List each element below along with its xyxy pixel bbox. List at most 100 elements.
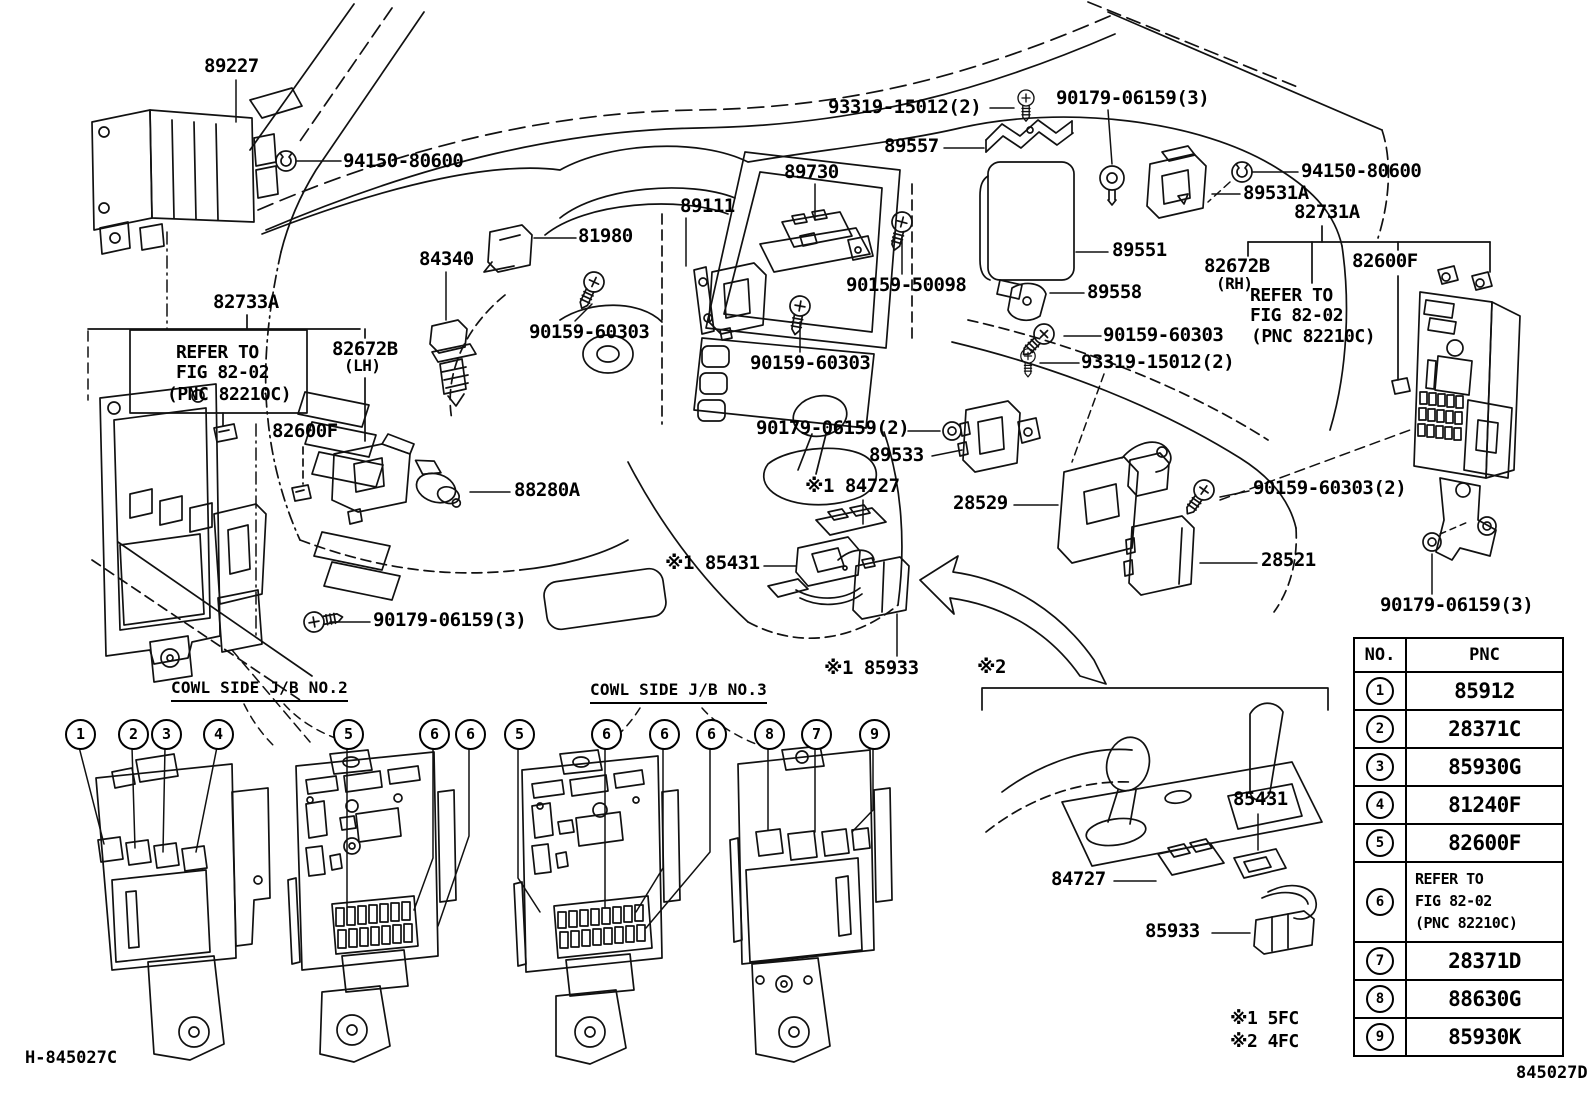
part-label-89551: 89551 <box>1112 239 1167 261</box>
row-no-badge: 6 <box>1366 888 1394 916</box>
row-pnc: 28371D <box>1405 941 1564 981</box>
part-label-90179-2: 90179-06159(2) <box>756 417 910 439</box>
component-28529 <box>1057 441 1172 564</box>
component-89730 <box>759 209 874 273</box>
nut-icon <box>942 421 962 441</box>
component-89111 <box>693 262 767 341</box>
table-row: 2 28371C <box>1353 709 1564 749</box>
callout-7: 6 <box>455 719 486 750</box>
leader-lines <box>235 79 1433 934</box>
screw-icon <box>1178 475 1219 521</box>
part-label-82672b-lh: 82672B <box>332 338 398 360</box>
part-label-90179-top: 90179-06159(3) <box>1056 87 1210 109</box>
junction-block-1 <box>95 753 271 1061</box>
part-label-89557: 89557 <box>884 135 939 157</box>
table-row: 1 85912 <box>1353 671 1564 711</box>
row-pnc: 28371C <box>1405 709 1564 749</box>
row-no-badge: 2 <box>1366 715 1394 743</box>
part-label-85933-main: ※1 85933 <box>824 657 919 679</box>
pnc-table-header-no: NO. <box>1353 637 1407 673</box>
table-row: 8 88630G <box>1353 979 1564 1019</box>
junction-block-2 <box>287 749 457 1063</box>
row-pnc: 88630G <box>1405 979 1564 1019</box>
refer-note-right-2: FIG 82-02 <box>1250 305 1344 326</box>
part-label-82600f-left: 82600F <box>272 420 338 442</box>
component-84340 <box>429 319 477 407</box>
part-label-89111: 89111 <box>680 195 735 217</box>
part-label-90159-60303-left: 90159-60303 <box>529 321 650 343</box>
reference-brackets <box>87 225 1491 502</box>
table-row: 7 28371D <box>1353 941 1564 981</box>
part-label-90159-50098: 90159-50098 <box>846 274 967 296</box>
row-pnc-line: REFER TO <box>1415 870 1484 889</box>
callout-6: 6 <box>419 719 450 750</box>
part-label-82600f-right: 82600F <box>1352 250 1418 272</box>
part-label-88280a: 88280A <box>514 479 580 501</box>
construction-lines <box>87 181 1469 747</box>
table-row: 4 81240F <box>1353 785 1564 825</box>
fastener-icons <box>275 89 1442 635</box>
part-label-28529: 28529 <box>953 492 1008 514</box>
component-89551 <box>979 161 1075 300</box>
callout-1: 1 <box>65 719 96 750</box>
callout-8: 5 <box>504 719 535 750</box>
callout-3: 3 <box>151 719 182 750</box>
callout-10: 6 <box>649 719 680 750</box>
part-label-82672b-lh-sub: (LH) <box>344 356 381 375</box>
part-label-84340: 84340 <box>419 248 474 270</box>
grommet-icon <box>1231 161 1253 183</box>
callout-5: 5 <box>333 719 364 750</box>
part-label-89533: 89533 <box>869 444 924 466</box>
component-89558 <box>1007 282 1047 322</box>
part-label-84727-inset: 84727 <box>1051 868 1106 890</box>
drawing-code-left: H-845027C <box>25 1048 118 1068</box>
refer-note-left-1: REFER TO <box>176 342 259 363</box>
section-title-jb3: COWL SIDE J/B NO.3 <box>590 681 767 704</box>
row-no-badge: 9 <box>1366 1023 1394 1051</box>
part-label-82733a: 82733A <box>213 291 279 313</box>
callout-12: 8 <box>754 719 785 750</box>
callout-2: 2 <box>118 719 149 750</box>
callout-11: 6 <box>696 719 727 750</box>
callout-4: 4 <box>203 719 234 750</box>
row-no-badge: 4 <box>1366 791 1394 819</box>
inset-marker: ※2 <box>977 656 1006 678</box>
component-85431-assembly <box>767 504 910 620</box>
component-81980 <box>483 224 533 273</box>
callout-leader-lines <box>78 746 874 929</box>
callout-9: 6 <box>591 719 622 750</box>
fuse-box <box>1413 265 1521 561</box>
part-label-93319-right: 93319-15012(2) <box>1081 351 1235 373</box>
section-title-jb2: COWL SIDE J/B NO.2 <box>171 679 348 702</box>
row-no-badge: 8 <box>1366 985 1394 1013</box>
screw-icon <box>784 293 813 338</box>
row-pnc-line: (PNC 82210C) <box>1415 913 1518 932</box>
row-no-badge: 1 <box>1366 677 1394 705</box>
row-pnc: 85912 <box>1405 671 1564 711</box>
refer-note-left-3: (PNC 82210C) <box>167 384 292 405</box>
dashboard-outline <box>91 1 1390 701</box>
component-89227 <box>91 87 303 255</box>
part-label-89558: 89558 <box>1087 281 1142 303</box>
table-row: 3 85930G <box>1353 747 1564 787</box>
grommet-icon <box>275 150 297 172</box>
row-pnc: REFER TO FIG 82-02 (PNC 82210C) <box>1405 861 1564 943</box>
part-label-84727-main: ※1 84727 <box>805 475 900 497</box>
part-label-89227: 89227 <box>204 55 259 77</box>
part-label-82731a: 82731A <box>1294 201 1360 223</box>
junction-block-3 <box>513 749 681 1065</box>
component-82672b-lh <box>331 433 415 525</box>
part-label-94150-right: 94150-80600 <box>1301 160 1422 182</box>
row-pnc-line: FIG 82-02 <box>1415 892 1492 911</box>
part-label-85933-inset: 85933 <box>1145 920 1200 942</box>
row-pnc: 82600F <box>1405 823 1564 863</box>
part-label-90179-left: 90179-06159(3) <box>373 609 527 631</box>
component-89533 <box>957 400 1041 473</box>
pnc-table-header-pnc: PNC <box>1405 637 1564 673</box>
component-28521 <box>1123 515 1195 596</box>
row-pnc: 85930G <box>1405 747 1564 787</box>
direction-arrow <box>919 555 1107 685</box>
refer-note-right-1: REFER TO <box>1250 285 1333 306</box>
screw-icon <box>1099 165 1125 206</box>
